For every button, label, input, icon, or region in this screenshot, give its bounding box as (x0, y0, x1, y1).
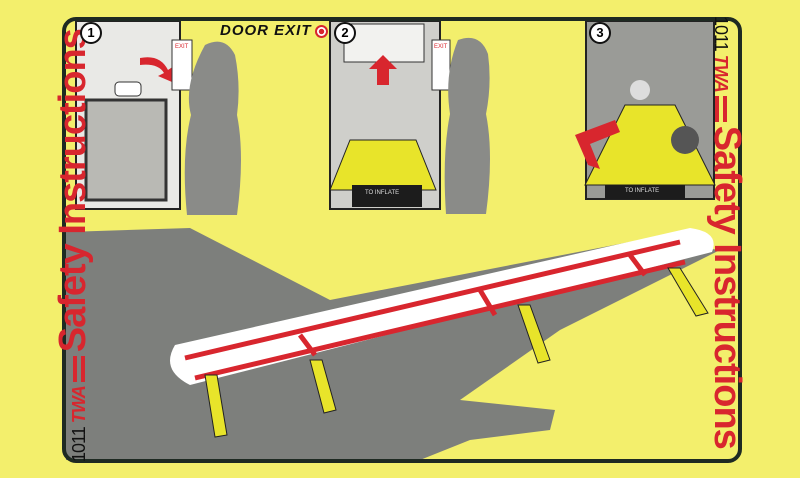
inflate-label-3: TO INFLATE (625, 188, 660, 194)
door-exit-label: DOOR EXIT (220, 22, 328, 39)
card-frame (62, 17, 742, 463)
step-1-badge: 1 (80, 22, 102, 44)
passenger-figure-2 (444, 37, 490, 214)
door-window (84, 98, 168, 202)
model-number: 1011 (69, 427, 89, 462)
title-text: Safety Instructions (52, 29, 94, 353)
model-number: 1011 (711, 16, 731, 51)
evacuee (671, 126, 699, 154)
right-title: 1011 TWA Safety Instructions (705, 16, 748, 449)
inflate-handle-3 (605, 185, 685, 199)
exit-sign-1: EXIT (175, 44, 189, 50)
slides (204, 267, 709, 438)
door-handle (114, 81, 142, 97)
slide (329, 139, 437, 191)
slide-3 (584, 104, 716, 186)
logo-bars (73, 356, 85, 383)
door-exit-text: DOOR EXIT (220, 22, 312, 39)
exit-sign-box-2 (431, 39, 451, 91)
passenger-figure-1 (184, 41, 241, 215)
exit-sign-box (171, 39, 193, 91)
step-3-badge: 3 (589, 22, 611, 44)
inflate-label-2: TO INFLATE (365, 190, 400, 196)
title-text: Safety Instructions (706, 125, 748, 449)
evacuee (630, 80, 650, 100)
logo-bars (715, 95, 727, 122)
arrow-icon-3 (575, 120, 620, 169)
brand-block: 1011 TWA (69, 386, 90, 462)
left-title: 1011 TWA Safety Instructions (52, 29, 95, 462)
twa-logo: TWA (711, 54, 731, 92)
brand-block: 1011 TWA (710, 16, 731, 92)
arrow-up-icon (369, 55, 397, 85)
inflate-handle (352, 185, 422, 207)
exit-marker-icon (314, 24, 328, 38)
exit-sign-2: EXIT (434, 44, 448, 50)
step-2-badge: 2 (334, 22, 356, 44)
twa-logo: TWA (69, 386, 89, 424)
arrow-icon (140, 57, 174, 82)
escape-route (184, 239, 686, 381)
